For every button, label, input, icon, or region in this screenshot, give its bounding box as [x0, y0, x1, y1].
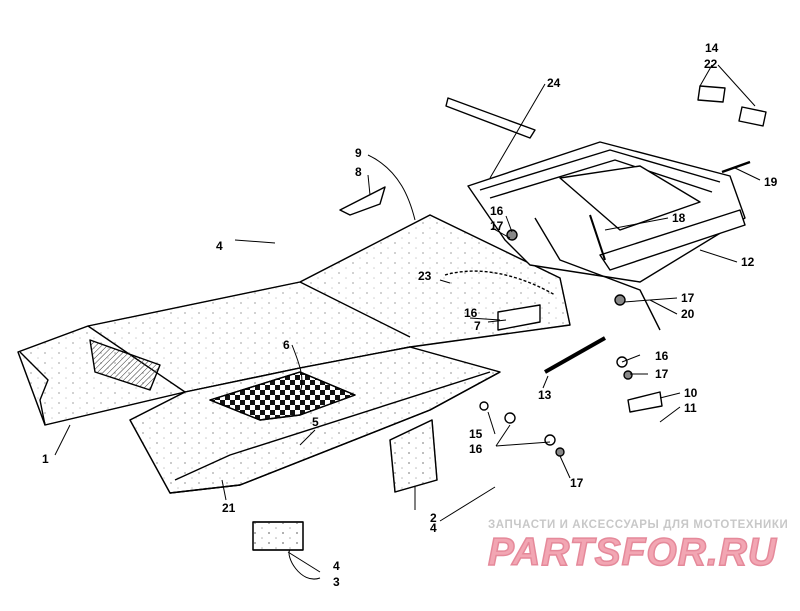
callout-8: 8	[355, 165, 362, 179]
watermark-logo: PARTSFOR.RU	[487, 530, 778, 575]
callout-20: 20	[681, 307, 695, 321]
callout-23: 23	[418, 269, 432, 283]
callout-16-lower: 16	[469, 442, 483, 456]
callout-13: 13	[538, 388, 552, 402]
left-rail	[129, 346, 501, 494]
bracket-8	[339, 186, 386, 216]
callout-2: 2	[430, 511, 437, 525]
callout-16-middle: 16	[464, 306, 478, 320]
decal-strip	[445, 97, 536, 139]
lower-bracket	[252, 521, 304, 551]
callout-12: 12	[741, 255, 755, 269]
callout-17-handle: 17	[681, 291, 695, 305]
callout-14: 14	[705, 41, 719, 55]
callout-9: 9	[355, 146, 362, 160]
cable-23	[444, 270, 556, 296]
callout-24: 24	[547, 76, 561, 90]
callout-7: 7	[474, 319, 481, 333]
callout-16-upper: 16	[490, 204, 504, 218]
callout-17-lower: 17	[570, 476, 584, 490]
callout-19: 19	[764, 175, 778, 189]
callout-4-middle: 4	[430, 521, 437, 535]
leader-lines	[54, 64, 761, 580]
callout-3: 3	[333, 575, 340, 589]
callout-17-upper: 17	[490, 219, 504, 233]
callout-15: 15	[469, 427, 483, 441]
rear-bracket	[389, 419, 438, 493]
callout-1: 1	[42, 452, 49, 466]
rear-grab-handle	[467, 141, 746, 331]
callout-11: 11	[684, 401, 697, 415]
callout-17-right: 17	[655, 367, 669, 381]
rear-decal	[697, 85, 767, 127]
callout-4-upper: 4	[216, 239, 223, 253]
callout-10: 10	[684, 386, 698, 400]
callout-22: 22	[704, 57, 718, 71]
callout-18: 18	[672, 211, 686, 225]
callout-4-lower: 4	[333, 559, 340, 573]
callout-16-right: 16	[655, 349, 669, 363]
checkered-decal	[209, 371, 356, 421]
watermark-tagline: ЗАПЧАСТИ И АКСЕССУАРЫ ДЛЯ МОТОТЕХНИКИ	[488, 519, 789, 531]
callout-5: 5	[312, 415, 319, 429]
bracket-7	[497, 304, 541, 331]
callout-6: 6	[283, 338, 290, 352]
callout-21: 21	[222, 501, 236, 515]
hatched-panel	[89, 339, 161, 391]
